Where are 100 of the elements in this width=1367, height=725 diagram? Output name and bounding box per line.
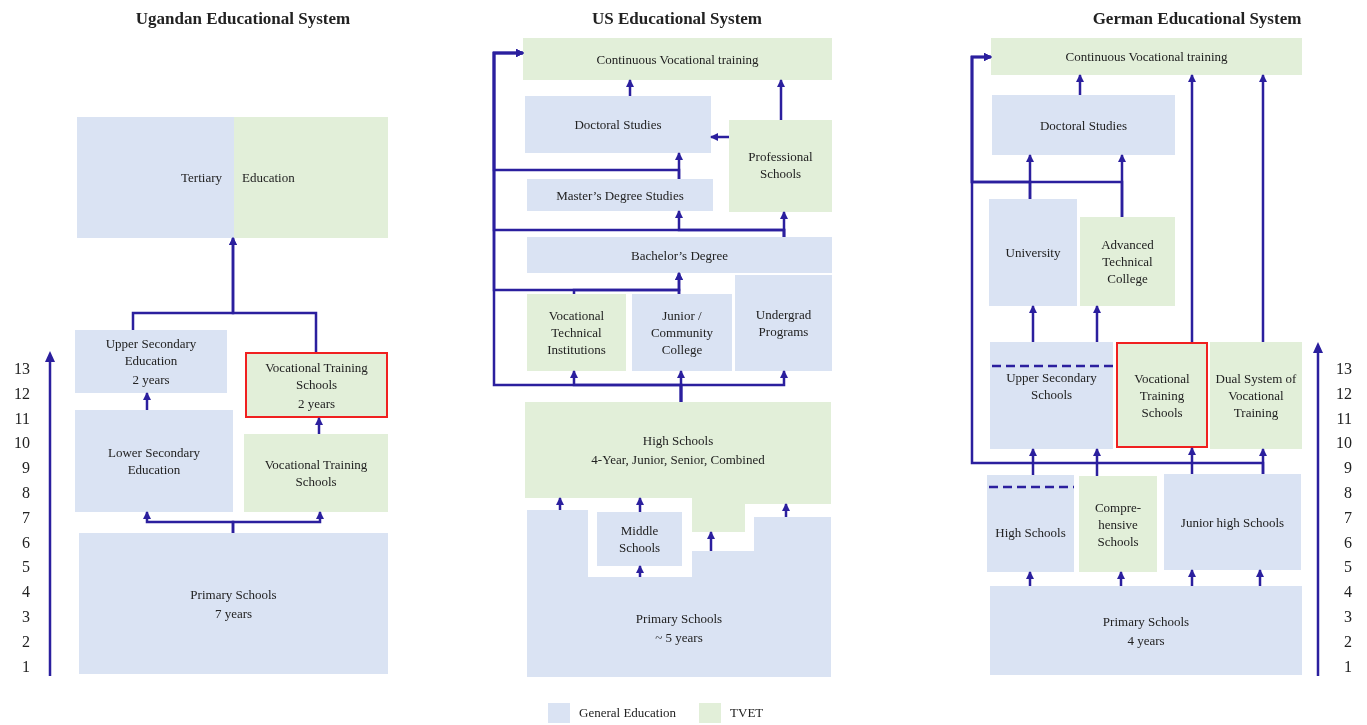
stage-box xyxy=(523,38,832,80)
node-label: Doctoral Studies xyxy=(1040,116,1127,134)
stage-box xyxy=(527,294,626,371)
arrow xyxy=(1076,74,1084,95)
grade-number: 4 xyxy=(21,582,30,603)
legend-label: TVET xyxy=(730,704,764,723)
node-label: Primary Schools xyxy=(1102,612,1190,630)
grade-number: 6 xyxy=(1343,532,1352,553)
node-label: Lower Secondary Education xyxy=(106,444,202,478)
grade-number: 3 xyxy=(1343,607,1352,627)
stage-box xyxy=(77,117,234,238)
stage-box xyxy=(989,199,1077,306)
grade-number: 8 xyxy=(21,483,30,503)
stage-box xyxy=(992,95,1175,155)
arrow xyxy=(1259,74,1267,342)
node-label: Upper Secondary Schools xyxy=(1005,369,1098,403)
node-label: Continuous Vocational training xyxy=(596,50,759,68)
node-label: Advanced Technical College xyxy=(1100,236,1155,287)
stage-box xyxy=(1210,342,1302,449)
node-label: Vocational Training Schools xyxy=(1133,369,1191,421)
grade-number: 5 xyxy=(1343,557,1352,578)
arrow xyxy=(1117,571,1125,586)
arrow xyxy=(1188,74,1196,342)
arrow xyxy=(970,53,1265,474)
grade-number: 13 xyxy=(13,359,30,379)
node-label: High Schools xyxy=(642,432,714,449)
node-label: University xyxy=(1005,244,1061,261)
stage-box xyxy=(79,533,388,674)
node-label: Upper Secondary Education xyxy=(104,335,198,369)
arrow xyxy=(492,49,683,402)
stage-box xyxy=(735,275,832,371)
arrow xyxy=(1093,305,1101,342)
grade-number: 2 xyxy=(1343,631,1352,652)
grade-number: 13 xyxy=(1335,359,1352,379)
grade-number: 5 xyxy=(21,557,30,578)
arrow xyxy=(710,133,729,141)
node-label: Compre- hensive Schools xyxy=(1093,498,1143,550)
node-label: Undergrad Programs xyxy=(754,306,813,340)
arrow xyxy=(556,497,564,510)
arrow xyxy=(1188,447,1196,474)
node-label: High Schools xyxy=(995,524,1066,541)
arrow xyxy=(636,497,644,512)
grade-number: 11 xyxy=(1335,408,1352,429)
stage-box xyxy=(632,294,732,371)
node-label: Vocational Technical Institutions xyxy=(546,307,607,358)
arrow xyxy=(707,531,715,551)
stage-box xyxy=(75,410,233,512)
stage-box xyxy=(1080,217,1175,306)
node-label: 2 years xyxy=(132,371,170,388)
grade-number: 11 xyxy=(13,408,30,429)
node-label: 2 years xyxy=(297,394,336,412)
arrow xyxy=(1093,448,1101,476)
stage-box xyxy=(527,237,832,273)
stage-box xyxy=(1164,474,1301,570)
grade-number: 9 xyxy=(1343,458,1352,479)
arrow xyxy=(143,392,151,410)
panel-title: Ugandan Educational System xyxy=(135,8,351,30)
stage-box xyxy=(990,586,1302,675)
node-label: Primary Schools xyxy=(635,610,723,627)
arrow xyxy=(1026,571,1034,586)
node-label: 7 years xyxy=(214,604,253,622)
node-label: ~ 5 years xyxy=(655,629,703,646)
panel-title: German Educational System xyxy=(1092,8,1302,30)
grade-number: 6 xyxy=(21,532,30,553)
stage-box xyxy=(527,510,831,677)
stage-box xyxy=(597,512,682,566)
node-label: Vocational Training Schools xyxy=(264,358,369,393)
node-label: Middle Schools xyxy=(617,522,662,556)
stage-box xyxy=(234,117,388,238)
node-label: Continuous Vocational training xyxy=(1065,48,1228,65)
arrow xyxy=(231,511,324,533)
node-label: Tertiary xyxy=(181,169,222,186)
arrow xyxy=(1029,448,1037,475)
arrow xyxy=(315,417,323,434)
arrow xyxy=(636,565,644,577)
arrow xyxy=(1256,569,1264,586)
grade-number: 7 xyxy=(1343,507,1352,528)
node-label: Vocational Training Schools xyxy=(263,456,369,490)
grade-number: 3 xyxy=(21,607,30,627)
grade-number: 1 xyxy=(21,656,30,677)
grade-number: 10 xyxy=(1335,433,1352,454)
stage-box xyxy=(987,475,1074,572)
node-label: 4 years xyxy=(1127,631,1165,649)
arrow xyxy=(626,79,634,96)
grade-number: 10 xyxy=(13,433,30,454)
node-label: Master’s Degree Studies xyxy=(556,186,684,204)
node-label: Dual System of Vocational Training xyxy=(1214,370,1298,421)
grade-number: 9 xyxy=(21,458,30,479)
stage-box xyxy=(990,342,1113,449)
node-label: Professional Schools xyxy=(747,148,814,182)
arrow xyxy=(229,237,318,352)
node-label: Junior high Schools xyxy=(1180,513,1285,531)
node-label: Education xyxy=(242,169,295,186)
node-label: Bachelor’s Degree xyxy=(631,246,728,264)
panel-title: US Educational System xyxy=(592,8,762,30)
arrow xyxy=(777,79,785,120)
node-label: 4-Year, Junior, Senior, Combined xyxy=(591,451,765,468)
stage-box xyxy=(729,120,832,212)
grade-number: 7 xyxy=(21,507,30,528)
stage-box xyxy=(244,434,388,512)
